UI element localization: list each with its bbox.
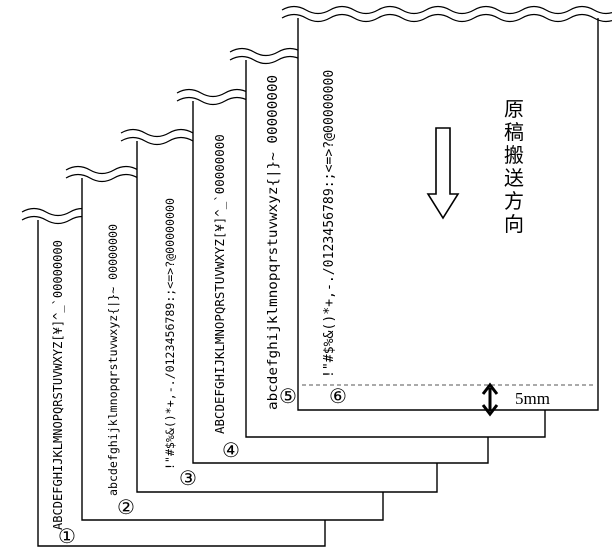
- direction-char-6: 向: [504, 212, 524, 236]
- sheet-1-number: ①: [58, 524, 76, 548]
- direction-char-4: 送: [504, 166, 524, 190]
- sheet-6-text: !"#$%&()*+,-./0123456789:;<=>?@00000000: [322, 69, 337, 378]
- margin-double-arrow-icon: [481, 382, 499, 417]
- direction-char-5: 方: [504, 189, 524, 213]
- sheet-4-text: ABCDEFGHIJKLMNOPQRSTUVWXYZ[¥]^_`00000000: [213, 134, 227, 435]
- sheet-1-text: ABCDEFGHIJKLMNOPQRSTUVWXYZ[¥]^_`00000000: [51, 240, 65, 531]
- direction-char-3: 搬: [504, 143, 524, 167]
- margin-label: 5mm: [515, 389, 550, 408]
- sheet-3-number: ③: [179, 466, 197, 490]
- sheet-2-number: ②: [117, 495, 135, 519]
- sheet-6-number: ⑥: [329, 384, 347, 408]
- sheet-3-text: !"#$%&()*+,-./0123456789:;<=>?@00000000: [163, 198, 177, 470]
- sheet-2-text: abcdefghijklmnopqrstuvwxyz{|}~ 00000000: [106, 224, 120, 496]
- sheet-6: [281, 5, 612, 411]
- sheet-4-number: ④: [222, 438, 240, 462]
- sheet-5-number: ⑤: [279, 384, 297, 408]
- sheet-5-text: abcdefghijklmnopqrstuvwxyz{|}~ 00000000: [266, 74, 281, 411]
- stacked-sheets: [21, 5, 612, 547]
- direction-char-2: 稿: [504, 120, 524, 144]
- feed-direction-arrow: [426, 127, 460, 220]
- direction-char-1: 原: [504, 97, 524, 121]
